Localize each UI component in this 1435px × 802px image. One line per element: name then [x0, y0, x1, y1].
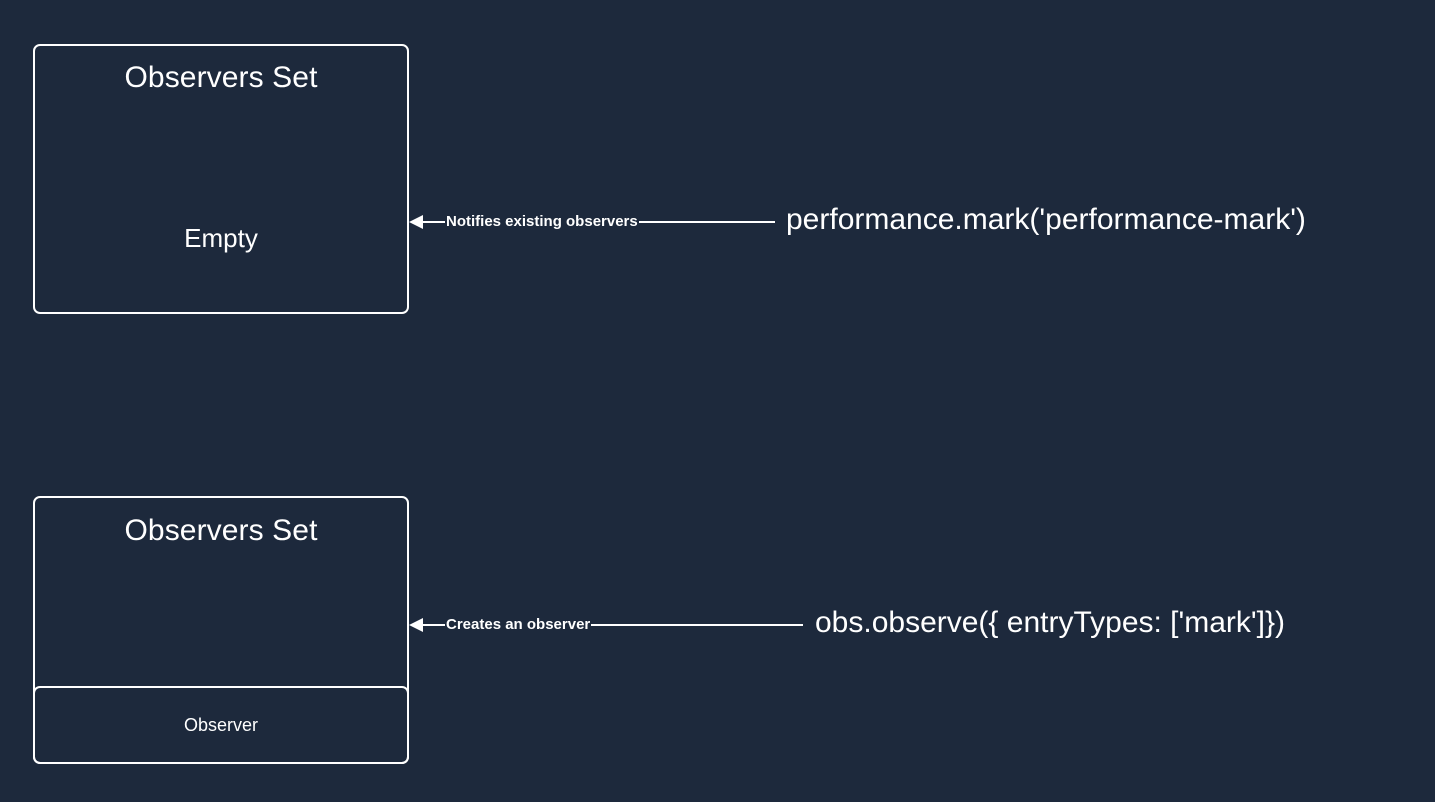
connector-line-segment-right	[638, 221, 775, 223]
connector-label-notifies: Notifies existing observers	[446, 213, 638, 230]
observers-set-title: Observers Set	[124, 514, 318, 547]
diagram-step-notify-existing-observers: Observers Set Empty Notifies existing ob…	[0, 44, 1435, 314]
observers-set-box-bottom: Observers Set Observer	[33, 496, 409, 764]
arrow-left-icon	[409, 618, 423, 632]
observer-chip: Observer	[33, 686, 409, 764]
observers-set-title: Observers Set	[124, 61, 318, 94]
observers-set-box-top: Observers Set Empty	[33, 44, 409, 314]
diagram-step-creates-an-observer: Observers Set Observer Creates an observ…	[0, 496, 1435, 764]
observer-chip-label: Observer	[183, 715, 259, 735]
connector-line-segment-right	[591, 624, 803, 626]
connector-line-segment-left	[423, 624, 445, 626]
observers-set-empty-label: Empty	[184, 223, 258, 253]
arrow-left-icon	[409, 215, 423, 229]
code-caption-performance-mark: performance.mark('performance-mark')	[786, 203, 1306, 236]
connector-label-creates: Creates an observer	[446, 616, 591, 633]
connector-creates-an-observer: Creates an observer	[409, 612, 803, 638]
connector-line-segment-left	[423, 221, 445, 223]
code-caption-obs-observe: obs.observe({ entryTypes: ['mark']})	[815, 606, 1285, 639]
connector-notifies-existing-observers: Notifies existing observers	[409, 209, 775, 235]
